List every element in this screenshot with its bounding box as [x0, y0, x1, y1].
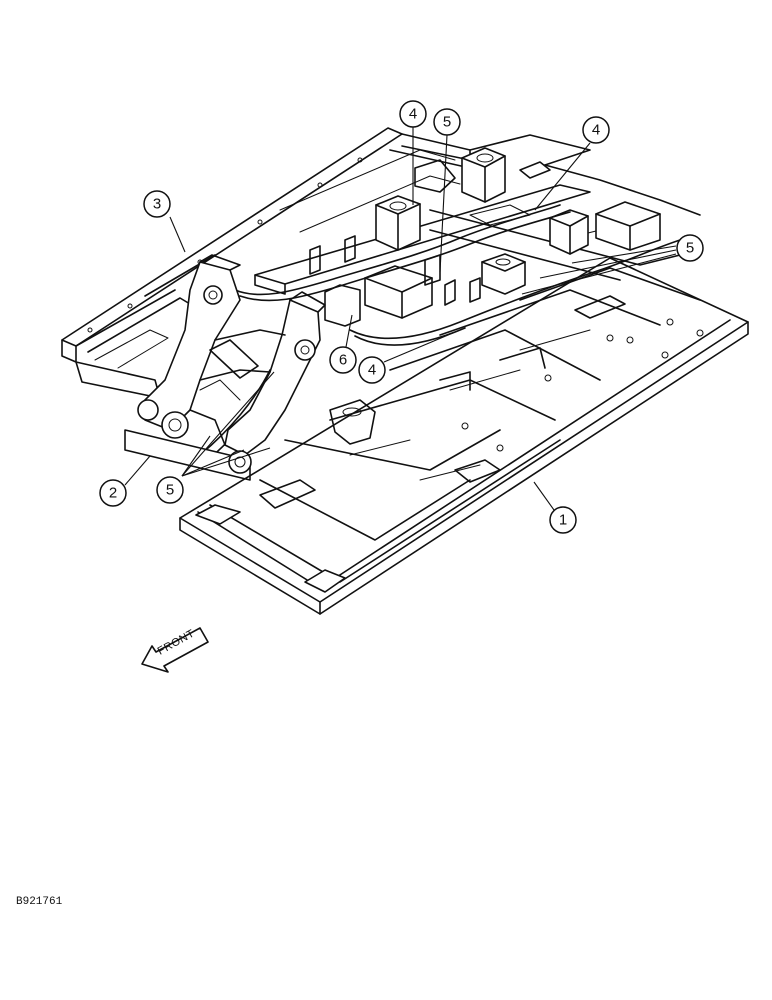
front-direction-arrow: FRONT: [141, 627, 209, 673]
mount-blocks: [309, 147, 661, 327]
callout-label: 4: [368, 362, 376, 379]
figure-id: B921761: [16, 896, 63, 908]
callout-6: 6: [329, 346, 357, 374]
callout-label: 2: [109, 485, 117, 502]
callout-label: 5: [686, 240, 694, 257]
callout-4-top: 4: [399, 100, 427, 128]
rear-frame: [61, 127, 471, 409]
callout-label: 3: [153, 196, 161, 213]
callout-1: 1: [549, 506, 577, 534]
callout-label: 6: [339, 352, 347, 369]
callout-5-right: 5: [676, 234, 704, 262]
callout-label: 5: [443, 114, 451, 131]
leader-lines: [124, 127, 677, 511]
callout-3: 3: [143, 190, 171, 218]
callout-label: 4: [409, 106, 417, 123]
main-frame: [179, 257, 749, 615]
callout-label: 1: [559, 512, 567, 529]
callout-5-top: 5: [433, 108, 461, 136]
loader-tower: [124, 254, 326, 481]
callout-label: 4: [592, 122, 600, 139]
callout-4-right: 4: [582, 116, 610, 144]
callout-5-left: 5: [156, 476, 184, 504]
callout-2: 2: [99, 479, 127, 507]
callout-4-center: 4: [358, 356, 386, 384]
callout-label: 5: [166, 482, 174, 499]
